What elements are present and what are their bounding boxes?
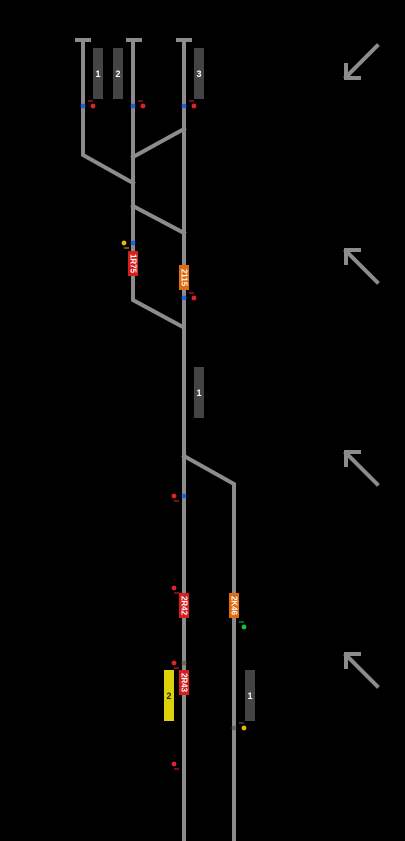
signal-blue-light [181,493,187,499]
crossover-1[interactable] [130,126,187,160]
train-label: 2K46 [230,596,239,616]
platform-mid-1[interactable]: 1 [194,367,204,418]
platform-label: 1 [95,69,100,79]
signal-red-light [171,660,177,666]
train-1R75[interactable]: 1R75 [128,251,138,276]
arrow-up-left-icon [343,248,380,285]
platform-label: 2 [115,69,120,79]
signal-blue-light [181,295,187,301]
tracks [75,38,236,841]
train-label: 2R42 [180,596,189,616]
train-2115[interactable]: 2115 [179,265,189,290]
signal-blue-light [130,240,136,246]
trains: 1R75 2115 2R42 2K46 2R43 [128,251,239,695]
platforms: 1 2 3 1 2 1 [93,48,255,721]
crossover-2[interactable] [130,203,187,236]
arrow-up-left-icon [343,450,380,487]
signal-2R42[interactable] [171,585,179,594]
platform-label: 1 [247,691,252,701]
signal-1R75[interactable] [121,240,136,249]
signal-grey-light [181,660,187,666]
train-label: 2115 [180,269,189,287]
track-branch[interactable] [181,453,236,841]
signal-grey-light [231,725,237,731]
train-2R43[interactable]: 2R43 [179,670,189,695]
platform-bottom-1[interactable]: 1 [245,670,255,721]
signal-top-1[interactable] [80,100,96,109]
platform-bottom-2[interactable]: 2 [164,670,174,721]
platform-label: 1 [196,388,201,398]
signal-red-light [140,103,146,109]
track-segment-1[interactable] [81,38,136,186]
platform-top-3[interactable]: 3 [194,48,204,99]
signal-2K46[interactable] [239,621,247,630]
platform-label: 2 [166,691,171,701]
signal-green-light [241,624,247,630]
signal-red-light [191,295,197,301]
train-2K46[interactable]: 2K46 [229,593,239,618]
signal-red-light [90,103,96,109]
platform-label: 3 [196,69,201,79]
signal-2R43[interactable] [171,660,187,669]
train-label: 2R43 [180,673,189,693]
signal-blue-light [80,103,86,109]
signals [80,100,247,770]
train-label: 1R75 [129,254,138,274]
signal-bottom[interactable] [171,761,179,770]
signal-red-light [171,585,177,591]
train-2R42[interactable]: 2R42 [179,593,189,618]
signal-yellow-light [241,725,247,731]
signal-red-light [191,103,197,109]
signal-bottom-branch[interactable] [231,722,247,731]
signal-branch[interactable] [171,493,187,502]
signal-blue-light [130,103,136,109]
signal-yellow-light [121,240,127,246]
platform-top-2[interactable]: 2 [113,48,123,99]
signal-blue-light [181,103,187,109]
arrow-up-left-icon [343,652,380,689]
arrow-down-left-icon [343,43,380,80]
direction-arrows [343,43,380,689]
signal-red-light [171,493,177,499]
track-segment-2[interactable] [131,38,186,330]
signal-2115[interactable] [181,292,197,301]
signal-top-2[interactable] [130,100,146,109]
signal-top-3[interactable] [181,100,197,109]
signal-red-light [171,761,177,767]
platform-top-1[interactable]: 1 [93,48,103,99]
